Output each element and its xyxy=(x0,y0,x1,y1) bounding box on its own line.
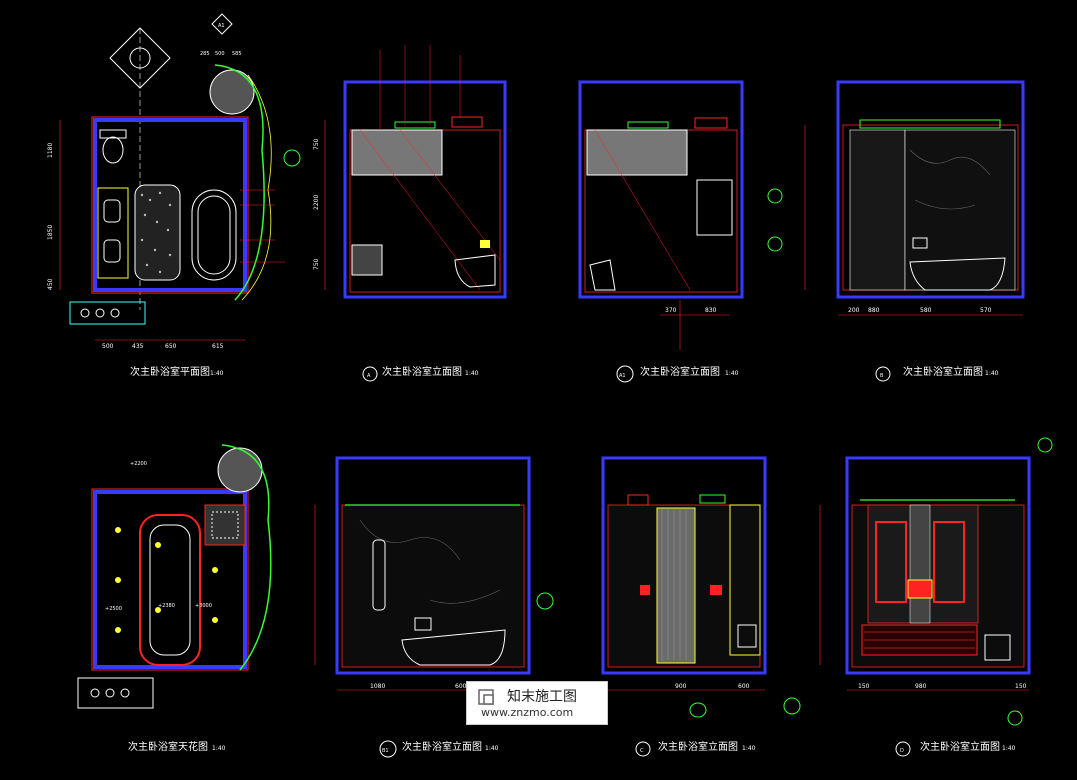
marker-a1-diamond: A1 xyxy=(211,13,233,35)
elev-b1-dim-1: 600 xyxy=(455,683,467,690)
ceiling-scale: 1:40 xyxy=(212,745,226,752)
watermark-url: www.znzmo.com xyxy=(481,706,574,719)
elev-b1-title: 次主卧浴室立面图 xyxy=(402,740,482,753)
watermark-name: 知末施工图 xyxy=(507,689,577,705)
bathroom-ceiling-plan: +2200 +2500 +2380 +3000 xyxy=(77,444,272,709)
elevation-d: 150 980 150 xyxy=(819,437,1053,726)
plan-left-dim-1: 1850 xyxy=(47,225,54,240)
elev-b-scale: 1:40 xyxy=(985,370,999,377)
brand-logo-icon xyxy=(478,689,494,705)
elevation-c: 900 600 xyxy=(536,456,801,718)
elev-b-dim-3: 570 xyxy=(980,307,992,314)
elevation-b: 200 880 580 570 xyxy=(804,80,1025,316)
elev-c-dim-1: 600 xyxy=(738,683,750,690)
marker-b: B xyxy=(880,373,884,379)
elev-a1-scale: 1:40 xyxy=(725,370,739,377)
elev-a1-dim-1: 830 xyxy=(705,307,717,314)
elev-b-title: 次主卧浴室立面图 xyxy=(903,365,983,378)
elev-a-title: 次主卧浴室立面图 xyxy=(382,365,462,378)
ceiling-level-1: +2500 xyxy=(105,606,122,612)
marker-a: A xyxy=(367,373,371,379)
svg-text:A1: A1 xyxy=(218,23,225,29)
elev-d-title: 次主卧浴室立面图 xyxy=(920,740,1000,753)
ceiling-title: 次主卧浴室天花图 xyxy=(128,740,208,753)
elev-a-dim-1: 2200 xyxy=(313,195,320,210)
ceiling-level-0: +2200 xyxy=(130,461,147,467)
elev-a-dim-2: 750 xyxy=(313,258,320,270)
elevation-a: 750 2200 750 xyxy=(313,45,507,299)
elev-d-dim-2: 150 xyxy=(1015,683,1027,690)
elev-c-title: 次主卧浴室立面图 xyxy=(658,740,738,753)
plan-top-dim-1: 500 xyxy=(215,51,225,57)
watermark: 知末施工图 www.znzmo.com xyxy=(466,681,608,725)
bathroom-floor-plan: A1 500 435 650 xyxy=(47,13,301,350)
elev-a1-title: 次主卧浴室立面图 xyxy=(640,365,720,378)
elev-a-scale: 1:40 xyxy=(465,370,479,377)
marker-c: C xyxy=(640,748,644,754)
elev-b1-scale: 1:40 xyxy=(485,745,499,752)
marker-d: D xyxy=(900,748,904,754)
elevation-a1: 370 830 xyxy=(578,80,783,350)
plan-top-dim-2: 585 xyxy=(232,51,242,57)
plan-title: 次主卧浴室平面图 xyxy=(130,365,210,378)
elev-c-dim-0: 900 xyxy=(675,683,687,690)
elev-b-dim-0: 200 xyxy=(848,307,860,314)
ceiling-level-2: +2380 xyxy=(158,603,175,609)
elev-c-scale: 1:40 xyxy=(742,745,756,752)
marker-a1: A1 xyxy=(619,373,626,379)
plan-scale: 1:40 xyxy=(210,370,224,377)
elev-a-dim-0: 750 xyxy=(313,138,320,150)
plan-dim-1: 435 xyxy=(132,343,144,350)
plan-left-dim-2: 450 xyxy=(47,278,54,290)
elev-b1-dim-0: 1080 xyxy=(370,683,385,690)
plan-left-dim-0: 1180 xyxy=(47,143,54,158)
elev-d-scale: 1:40 xyxy=(1002,745,1016,752)
elev-d-dim-0: 150 xyxy=(858,683,870,690)
elev-b-dim-2: 580 xyxy=(920,307,932,314)
marker-b1: B1 xyxy=(382,748,389,754)
ceiling-level-3: +3000 xyxy=(195,603,212,609)
elev-a1-dim-0: 370 xyxy=(665,307,677,314)
plan-top-dim-0: 285 xyxy=(200,51,210,57)
plan-dim-3: 615 xyxy=(212,343,224,350)
elev-d-dim-1: 980 xyxy=(915,683,927,690)
plan-dim-0: 500 xyxy=(102,343,114,350)
elevation-b1: 1080 600 xyxy=(314,456,531,691)
elev-b-dim-1: 880 xyxy=(868,307,880,314)
plan-dim-2: 650 xyxy=(165,343,177,350)
